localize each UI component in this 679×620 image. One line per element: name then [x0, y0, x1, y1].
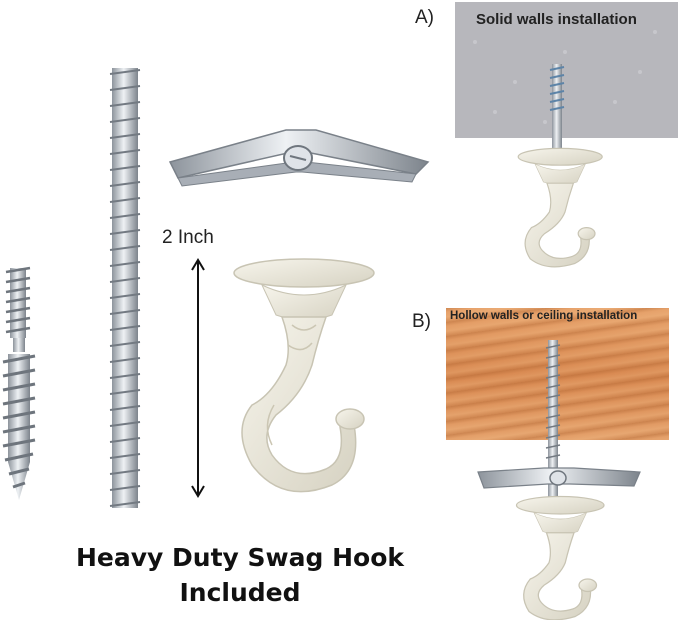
hook-a-screw	[549, 64, 565, 152]
hook-b-rod	[545, 340, 561, 498]
panel-a-title: Solid walls installation	[476, 11, 637, 28]
dimension-label: 2 Inch	[162, 227, 214, 248]
swag-hook-a	[517, 147, 603, 268]
panel-b-marker: B)	[412, 311, 431, 332]
caption-line-2: Included	[179, 578, 301, 607]
solid-wall-panel: Solid walls installation	[455, 2, 678, 138]
lag-screw	[2, 266, 36, 500]
dimension-arrow	[191, 258, 205, 498]
product-caption: Heavy Duty Swag Hook Included	[20, 540, 460, 610]
toggle-bolt-wings-b	[477, 467, 641, 489]
swag-hook-main	[233, 258, 375, 493]
caption-line-1: Heavy Duty Swag Hook	[75, 543, 404, 572]
toggle-bolt-wings	[168, 129, 430, 187]
threaded-rod	[109, 68, 141, 508]
swag-hook-b	[515, 495, 605, 620]
panel-b-title: Hollow walls or ceiling installation	[450, 310, 638, 322]
panel-a-marker: A)	[415, 7, 434, 28]
